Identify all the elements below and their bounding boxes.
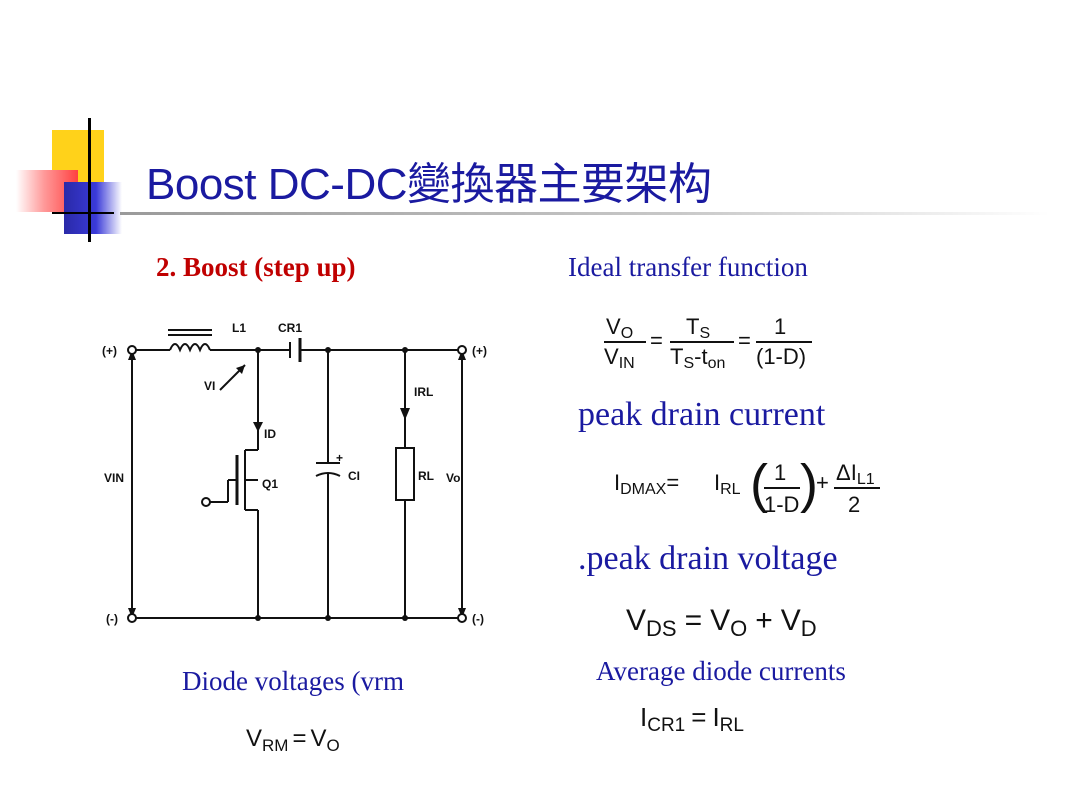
terminal-minus-right: (-) xyxy=(472,612,484,626)
transfer-function-equation: VO VIN = TS TS-ton = 1 (1-D) xyxy=(604,314,812,372)
logo-blue-block xyxy=(64,182,122,234)
average-diode-current-label: Average diode currents xyxy=(596,656,846,686)
vl-label: VI xyxy=(204,379,215,393)
capacitor-label: CI xyxy=(348,469,360,483)
resistor-label: RL xyxy=(418,469,434,483)
switch-label: Q1 xyxy=(262,477,278,491)
title-underline xyxy=(120,212,1050,215)
svg-text:TS: TS xyxy=(686,314,710,342)
terminal-plus-left: (+) xyxy=(102,344,117,358)
diode-voltage-equation: VRM=VO xyxy=(246,725,340,755)
peak-drain-voltage-label: .peak drain voltage xyxy=(578,540,838,577)
svg-text:ICR1=IRL: ICR1=IRL xyxy=(640,702,744,736)
svg-text:VO: VO xyxy=(606,314,633,342)
inductor-label: L1 xyxy=(232,321,246,335)
svg-text:IDMAX=: IDMAX= xyxy=(614,470,679,498)
diode-label: CR1 xyxy=(278,321,302,335)
svg-text:VIN: VIN xyxy=(604,344,635,372)
svg-text:): ) xyxy=(800,454,818,514)
vin-label: VIN xyxy=(104,471,124,485)
svg-text:VRM=VO: VRM=VO xyxy=(246,725,340,755)
peak-drain-current-label: peak drain current xyxy=(578,396,826,433)
svg-text:(: ( xyxy=(750,454,768,514)
peak-drain-current-equation: IDMAX= IRL ( 1 1-D ) + ΔIL1 2 xyxy=(614,454,880,517)
svg-text:+: + xyxy=(816,470,829,495)
svg-text:(1-D): (1-D) xyxy=(756,344,806,369)
svg-text:IRL: IRL xyxy=(714,470,741,498)
logo-vertical-line xyxy=(88,118,91,242)
svg-text:2: 2 xyxy=(848,492,860,517)
svg-text:ΔIL1: ΔIL1 xyxy=(836,460,875,488)
svg-text:+: + xyxy=(336,451,343,465)
average-diode-current-equation: ICR1=IRL xyxy=(640,702,744,736)
boost-circuit-diagram: (+) (+) (-) (-) L1 CR1 Q1 CI RL VIN Vo V… xyxy=(102,321,487,626)
svg-text:1: 1 xyxy=(774,460,786,485)
vo-label: Vo xyxy=(446,471,460,485)
diode-voltage-label: Diode voltages (vrm xyxy=(182,666,404,696)
terminal-plus-right: (+) xyxy=(472,344,487,358)
irl-label: IRL xyxy=(414,385,433,399)
logo-horizontal-line xyxy=(52,212,114,214)
svg-text:TS-ton: TS-ton xyxy=(670,344,725,372)
section-label: 2. Boost (step up) xyxy=(156,252,356,282)
slide-title: Boost DC-DC變換器主要架构 xyxy=(146,160,712,209)
peak-drain-voltage-equation: VDS=VO+VD xyxy=(626,604,817,641)
svg-text:VDS=VO+VD: VDS=VO+VD xyxy=(626,604,817,641)
transfer-function-label: Ideal transfer function xyxy=(568,252,808,282)
id-label: ID xyxy=(264,427,276,441)
svg-text:1: 1 xyxy=(774,314,786,339)
svg-text:1-D: 1-D xyxy=(764,492,799,517)
svg-text:=: = xyxy=(738,328,751,353)
terminal-minus-left: (-) xyxy=(106,612,118,626)
svg-text:=: = xyxy=(650,328,663,353)
